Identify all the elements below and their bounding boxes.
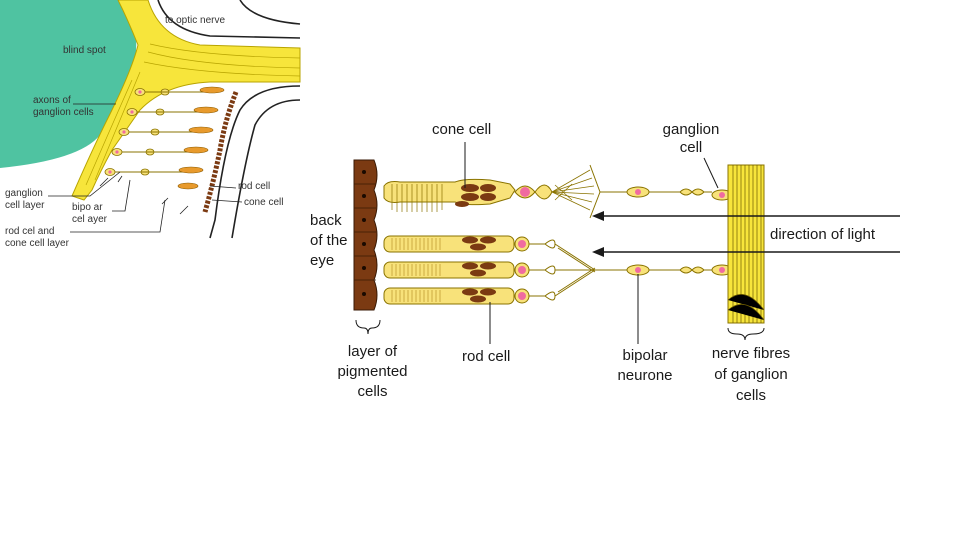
- label-direction-of-light: direction of light: [770, 226, 876, 243]
- label-nerve-line2: of ganglion: [714, 366, 788, 383]
- label-back-line3: eye: [310, 252, 335, 269]
- eye-wall-lines: [157, 0, 301, 239]
- nerve-fibre-column: [727, 164, 765, 324]
- label-pigment-line2: pigmented: [337, 363, 408, 380]
- label-cone-cell-right: cone cell: [432, 121, 492, 138]
- label-rod-cone-layer-line1: rod cel and: [5, 226, 55, 237]
- label-bipolar-line1: bipolar: [622, 347, 668, 364]
- label-axons-line1: axons of: [33, 95, 71, 106]
- left-neuron-rows: [104, 86, 225, 190]
- label-rod-cell-left: rod cell: [238, 181, 271, 192]
- label-ganglion-line1: ganglion: [662, 121, 720, 138]
- label-nerve-line3: cells: [735, 387, 766, 404]
- blind-spot-region: [0, 0, 137, 168]
- label-back-line2: of the: [310, 232, 348, 249]
- label-rod-cell-right: rod cell: [462, 348, 511, 365]
- label-pigment-line3: cells: [357, 383, 388, 400]
- left-leader-lines: [48, 103, 243, 233]
- label-back-line1: back: [310, 212, 342, 229]
- label-bipolar-layer-line1: bipo ar: [72, 202, 103, 213]
- label-cone-cell-left: cone cell: [244, 197, 284, 208]
- label-rod-cone-layer-line2: cone cell layer: [5, 238, 69, 249]
- label-axons-line2: ganglion cells: [33, 107, 94, 118]
- label-pigment-line1: layer of: [347, 343, 398, 360]
- bottom-neuron-chain: [595, 264, 733, 276]
- top-neuron-chain: [600, 186, 733, 201]
- right-brackets: [355, 319, 765, 341]
- label-ganglion-layer-line1: ganglion: [5, 188, 43, 199]
- label-bipolar-layer-line2: cel ayer: [72, 214, 108, 225]
- label-ganglion-line2: cell: [679, 139, 703, 156]
- right-leader-lines: [464, 142, 719, 344]
- nerve-fibres: [85, 43, 301, 186]
- pigment-band-left: [202, 91, 239, 213]
- label-to-optic-nerve: to optic nerve: [165, 15, 226, 26]
- label-bipolar-line2: neurone: [617, 367, 673, 384]
- rod-cells: [383, 235, 596, 305]
- optic-nerve-bundle: [71, 0, 301, 201]
- light-arrows: [592, 211, 900, 257]
- label-blind-spot: blind spot: [63, 45, 106, 56]
- cone-cell-shape: [383, 164, 601, 219]
- layer-brackets: [99, 175, 189, 215]
- pigmented-cells: [353, 159, 378, 311]
- label-nerve-line1: nerve fibres: [711, 345, 791, 362]
- label-ganglion-layer-line2: cell layer: [5, 200, 45, 211]
